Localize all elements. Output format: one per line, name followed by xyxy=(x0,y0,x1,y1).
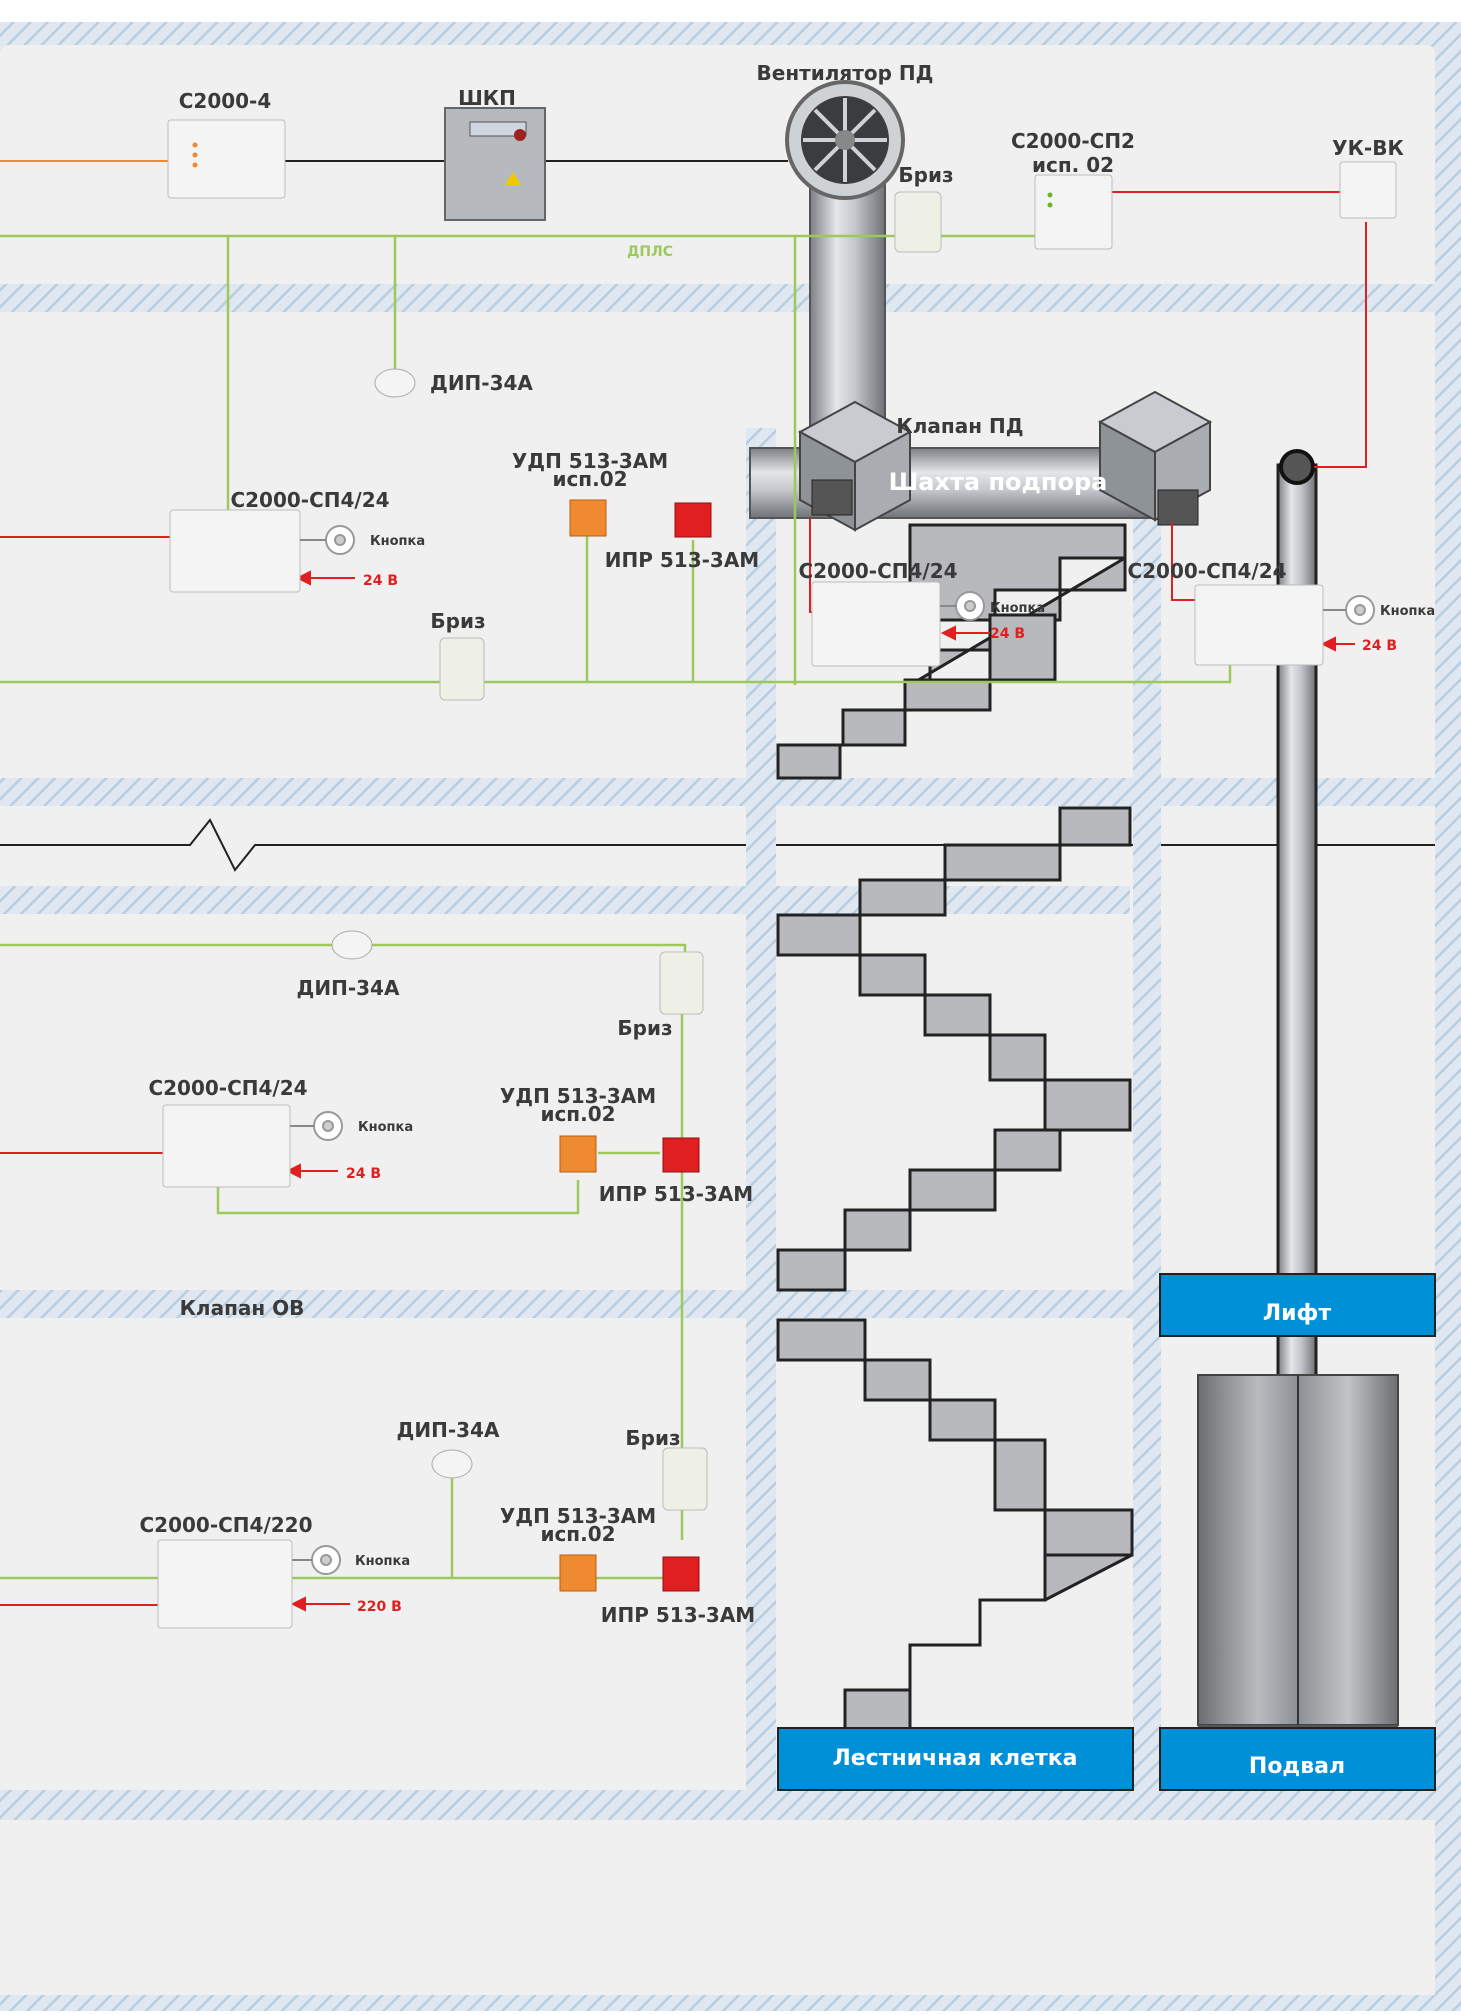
floor-slab-1 xyxy=(0,284,1435,312)
c2000-sp2-device xyxy=(1035,175,1112,249)
stairwell-wall-left xyxy=(746,428,776,1790)
label-basement: Подвал xyxy=(1249,1754,1345,1779)
label-sp2-1: С2000-СП2 xyxy=(1011,129,1135,153)
label-sp2-2: исп. 02 xyxy=(1032,153,1114,177)
label-fan: Вентилятор ПД xyxy=(757,61,934,85)
uk-vk-device xyxy=(1340,162,1396,218)
label-shaft: Шахта подпора xyxy=(889,468,1108,496)
label-sp4-220: С2000-СП4/220 xyxy=(139,1513,312,1537)
c2000-4-device xyxy=(168,120,285,198)
label-button-1: Кнопка xyxy=(370,534,425,549)
label-button-4: Кнопка xyxy=(358,1120,413,1135)
label-udp-2b: исп.02 xyxy=(540,1102,615,1126)
label-button-2: Кнопка xyxy=(990,601,1045,616)
label-briz-3: Бриз xyxy=(625,1426,680,1450)
label-sp4-4: С2000-СП4/24 xyxy=(148,1076,307,1100)
label-valve-pd: Клапан ПД xyxy=(896,414,1023,438)
shkp-cabinet xyxy=(445,108,545,220)
label-24v-3: 24 В xyxy=(1362,638,1397,654)
label-udp-3b: исп.02 xyxy=(540,1522,615,1546)
label-shkp: ШКП xyxy=(458,86,516,110)
label-dip-1: ДИП-34А xyxy=(430,371,533,395)
label-button-5: Кнопка xyxy=(355,1554,410,1569)
label-lift: Лифт xyxy=(1263,1301,1332,1326)
label-ipr-1: ИПР 513-3АМ xyxy=(605,548,759,572)
label-220v: 220 В xyxy=(357,1599,402,1615)
label-ukvk: УК-ВК xyxy=(1332,136,1404,160)
label-stairwell: Лестничная клетка xyxy=(832,1746,1077,1771)
label-button-3: Кнопка xyxy=(1380,604,1435,619)
label-ipr-3: ИПР 513-3АМ xyxy=(601,1603,755,1627)
floor-slab-5 xyxy=(0,1790,1435,1820)
briz-device-top xyxy=(895,192,941,252)
label-sp4-3: С2000-СП4/24 xyxy=(1127,559,1286,583)
label-sp4-2: С2000-СП4/24 xyxy=(798,559,957,583)
label-briz-top: Бриз xyxy=(898,163,953,187)
label-24v-4: 24 В xyxy=(346,1166,381,1182)
label-briz-2: Бриз xyxy=(617,1016,672,1040)
floor-slab-3 xyxy=(0,886,1130,914)
label-c2000-4: С2000-4 xyxy=(179,89,272,113)
label-dip-3: ДИП-34А xyxy=(397,1418,500,1442)
label-dip-2: ДИП-34А xyxy=(297,976,400,1000)
label-24v-1: 24 В xyxy=(363,573,398,589)
label-sp4-1: С2000-СП4/24 xyxy=(230,488,389,512)
basement-area xyxy=(0,1820,1435,1995)
label-dpls: ДПЛС xyxy=(627,244,673,260)
label-valve-ov: Клапан ОВ xyxy=(180,1296,305,1320)
label-ipr-2: ИПР 513-3АМ xyxy=(599,1182,753,1206)
label-briz-1: Бриз xyxy=(430,609,485,633)
stairwell-wall-right xyxy=(1133,400,1161,1790)
label-24v-2: 24 В xyxy=(990,626,1025,642)
label-udp-1b: исп.02 xyxy=(552,467,627,491)
floor-slab-2 xyxy=(0,778,1435,806)
